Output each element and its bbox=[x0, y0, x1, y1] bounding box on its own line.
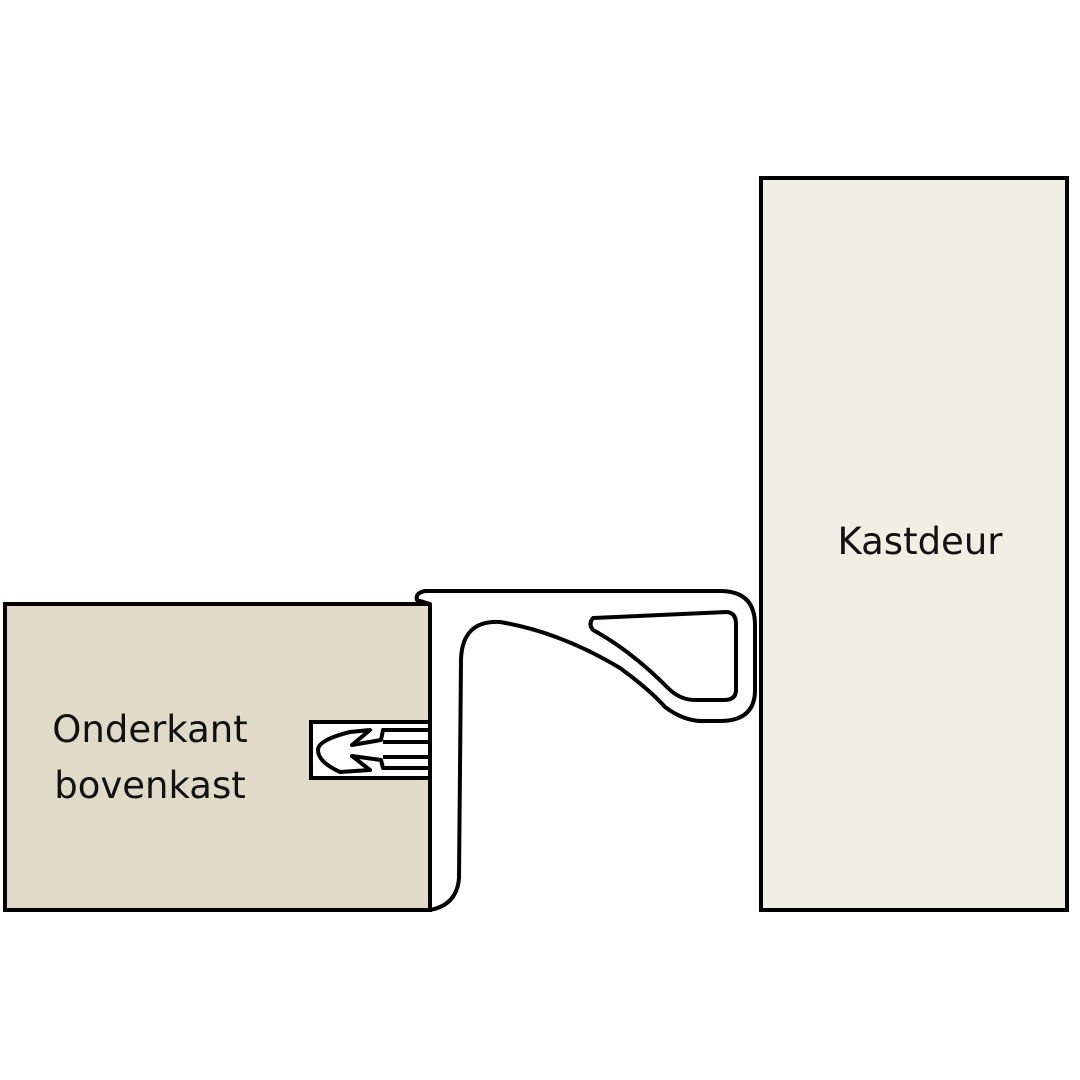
cabinet-bottom-label: Onderkant bovenkast bbox=[30, 702, 270, 814]
door-block bbox=[759, 176, 1069, 912]
seal-inner-chamber bbox=[588, 610, 738, 702]
door-label: Kastdeur bbox=[837, 520, 1003, 563]
cabinet-bottom-label-line2: bovenkast bbox=[54, 764, 246, 807]
cabinet-bottom-label-line1: Onderkant bbox=[52, 708, 248, 751]
